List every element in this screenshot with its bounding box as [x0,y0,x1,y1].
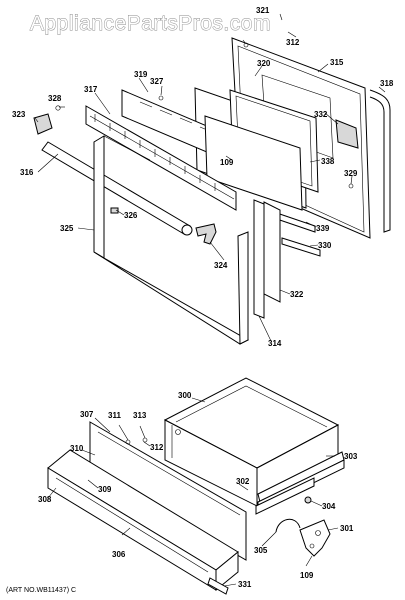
callout-321: 321 [256,6,270,15]
callout-331: 331 [238,580,252,589]
callout-326: 326 [124,211,138,220]
callout-309: 309 [98,485,112,494]
leader-lines-lower [47,397,339,587]
callout-305: 305 [254,546,268,555]
callout-312: 312 [286,38,300,47]
callout-339: 339 [316,224,330,233]
callout-323: 323 [12,110,26,119]
callout-318: 318 [380,79,394,88]
wire-clip [275,518,301,533]
side-strip-right [263,201,281,303]
callout-300: 300 [178,391,192,400]
callout-314: 314 [268,339,282,348]
trim-strip [207,577,229,595]
clip [110,207,119,214]
callout-301: 301 [340,524,354,533]
callout-329: 329 [344,169,358,178]
callout-327: 327 [150,77,164,86]
glass-frame [204,115,303,211]
callout-307: 307 [80,410,94,419]
washer [304,496,312,504]
callout-338: 338 [321,157,335,166]
callout-328: 328 [48,94,62,103]
callout-304: 304 [322,502,336,511]
leader-lines-upper [34,13,386,342]
callout-322: 322 [290,290,304,299]
drawer-front-panel [89,421,247,561]
callout-313: 313 [133,411,147,420]
door-handle [41,141,193,236]
side-strip-left [253,199,265,319]
callout-320: 320 [257,59,271,68]
side-rail [255,477,315,515]
bracket [335,119,359,149]
hinge-clip [195,223,217,245]
gasket-strip [281,237,321,257]
art-number: (ART NO.WB11437) C [6,587,76,594]
drawer-outer-panel [47,449,239,592]
callout-308: 308 [38,495,52,504]
callout-312-drawer: 312 [150,443,164,452]
callout-325: 325 [60,224,74,233]
handle-end-cap [33,113,53,135]
callout-311: 311 [108,411,121,420]
hinge-strip [369,89,391,233]
top-trim [85,105,237,211]
callout-315: 315 [330,58,344,67]
callout-labels: 321 312 315 318 320 319 327 317 328 323 … [12,6,394,589]
callout-316: 316 [20,168,34,177]
callout-302: 302 [236,477,250,486]
callout-109-drawer: 109 [300,571,314,580]
callout-330: 330 [318,241,332,250]
callout-109: 109 [220,158,234,167]
callout-303: 303 [344,452,358,461]
callout-332: 332 [314,110,328,119]
screw [55,105,61,111]
callout-319: 319 [134,70,148,79]
watermark: AppliancePartsPros.com [30,12,271,35]
front-frame [93,135,250,345]
callout-324: 324 [214,261,228,270]
callout-310: 310 [70,444,84,453]
screw [158,95,164,101]
callout-317: 317 [84,85,98,94]
hinge-bracket [299,519,331,557]
callout-306: 306 [112,550,126,559]
